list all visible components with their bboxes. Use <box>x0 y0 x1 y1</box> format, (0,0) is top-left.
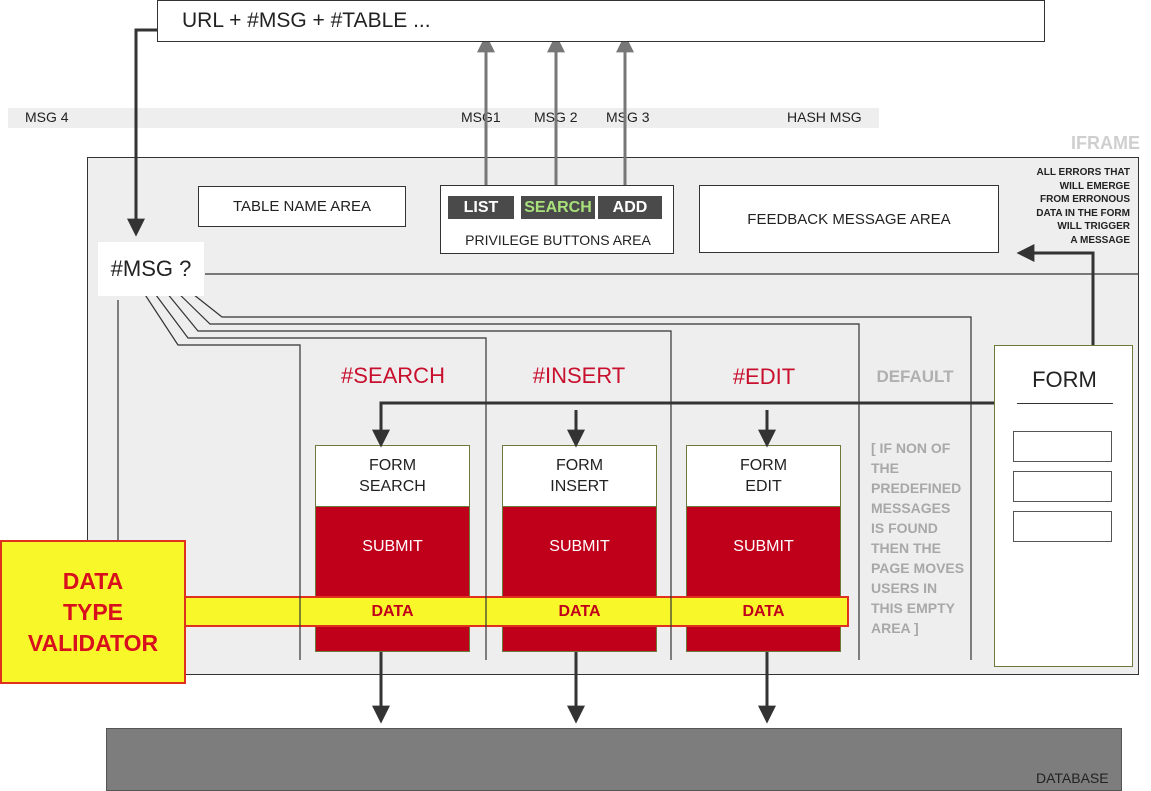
form-field-2[interactable] <box>1013 471 1112 502</box>
database-bar <box>106 728 1122 791</box>
database-label: DATABASE <box>1036 770 1109 786</box>
form-search-line1: FORM <box>368 457 417 474</box>
msg3-label: MSG 3 <box>606 109 650 125</box>
url-bar[interactable]: URL + #MSG + #TABLE ... <box>157 0 1045 42</box>
search-section-title: #SEARCH <box>341 363 445 388</box>
feedback-message-area: FEEDBACK MESSAGE AREA <box>699 185 999 253</box>
table-name-label: TABLE NAME AREA <box>232 198 372 215</box>
form-insert-line2: INSERT <box>550 478 609 495</box>
edit-section-title: #EDIT <box>732 364 796 389</box>
url-text: URL + #MSG + #TABLE ... <box>182 9 431 32</box>
feedback-label: FEEDBACK MESSAGE AREA <box>747 210 951 228</box>
add-button[interactable]: ADD <box>598 196 662 219</box>
msg4-label: MSG 4 <box>25 109 69 125</box>
form-search-line2: SEARCH <box>359 478 426 495</box>
form-edit-line2: EDIT <box>745 478 782 495</box>
data-type-validator: DATA TYPE VALIDATOR <box>0 540 186 684</box>
default-note: [ IF NON OF THE PREDEFINED MESSAGES IS F… <box>871 440 965 636</box>
submit-insert-button[interactable]: SUBMIT <box>549 538 610 555</box>
msg1-label: MSG1 <box>461 109 501 125</box>
table-name-area: TABLE NAME AREA <box>198 186 406 227</box>
hash-msg-bar <box>8 108 879 128</box>
form-panel-divider <box>1017 403 1113 404</box>
privilege-area-label: PRIVILEGE BUTTONS AREA <box>465 232 651 248</box>
form-edit-line1: FORM <box>739 457 788 474</box>
msg-query-label: #MSG ? <box>110 256 192 281</box>
form-panel-title: FORM <box>1032 367 1097 392</box>
iframe-label: IFRAME <box>1071 133 1140 153</box>
form-field-1[interactable] <box>1013 431 1112 462</box>
submit-search-button[interactable]: SUBMIT <box>362 538 423 555</box>
hash-msg-label: HASH MSG <box>787 109 862 125</box>
form-panel: FORM <box>994 345 1133 667</box>
errors-note: ALL ERRORS THAT WILL EMERGE FROM ERRONOU… <box>1036 167 1130 246</box>
list-button[interactable]: LIST <box>448 196 514 219</box>
default-section-title: DEFAULT <box>876 367 954 386</box>
submit-edit-button[interactable]: SUBMIT <box>733 538 794 555</box>
data-label-insert: DATA <box>558 603 601 620</box>
search-button[interactable]: SEARCH <box>521 196 595 219</box>
privilege-buttons-area: LIST SEARCH ADD PRIVILEGE BUTTONS AREA <box>440 185 674 254</box>
form-insert-line1: FORM <box>555 457 604 474</box>
data-label-edit: DATA <box>742 603 785 620</box>
form-field-3[interactable] <box>1013 511 1112 542</box>
insert-section-title: #INSERT <box>532 363 626 388</box>
msg-query-box: #MSG ? <box>98 242 204 296</box>
validator-strip <box>183 596 849 627</box>
data-label-search: DATA <box>371 603 414 620</box>
